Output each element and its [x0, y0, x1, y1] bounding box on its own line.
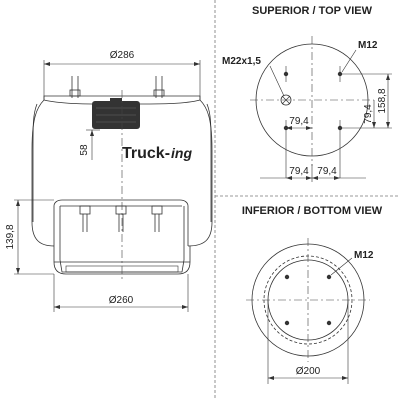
bottom-stud-lower-left	[284, 320, 290, 326]
bottom-stud-upper-right	[326, 274, 332, 280]
top-bottom-right-label: 79,4	[317, 166, 337, 177]
top-side-offset-label: 79,4	[363, 104, 374, 124]
bellows-left-wall	[31, 99, 55, 247]
bottom-view-title: INFERIOR / BOTTOM VIEW	[242, 205, 383, 217]
bottom-stud-lower-right	[326, 320, 332, 326]
bellows-right-wall	[187, 99, 213, 247]
side-view: Ø286	[5, 50, 213, 312]
top-total-height-label: 158,8	[377, 88, 388, 113]
brand-text-suffix: ing	[171, 145, 192, 161]
bottom-diameter-label: Ø200	[296, 366, 321, 377]
bottom-stud-upper-left	[284, 274, 290, 280]
top-inner-offset-label: 79,4	[289, 116, 309, 127]
top-diameter-label: Ø286	[110, 50, 135, 61]
bottom-stud-label: M12	[354, 250, 374, 261]
height-label: 139,8	[5, 224, 16, 249]
top-view: SUPERIOR / TOP VIEW M22x1,5 M12 79,4 7	[222, 5, 392, 182]
brand-logo: Truck- ing	[122, 145, 192, 162]
top-air-port	[280, 94, 292, 106]
piston-bolts	[79, 205, 163, 232]
bottom-view: INFERIOR / BOTTOM VIEW M12 Ø200	[242, 205, 383, 384]
brand-text-main: Truck-	[122, 145, 170, 162]
top-view-title: SUPERIOR / TOP VIEW	[252, 5, 373, 17]
top-stud-label: M12	[358, 40, 378, 51]
bottom-diameter-label: Ø260	[109, 295, 134, 306]
piston-outline	[53, 199, 189, 246]
top-port-label: M22x1,5	[222, 56, 261, 67]
top-bottom-left-label: 79,4	[289, 166, 309, 177]
piston-height-label: 58	[79, 144, 90, 156]
